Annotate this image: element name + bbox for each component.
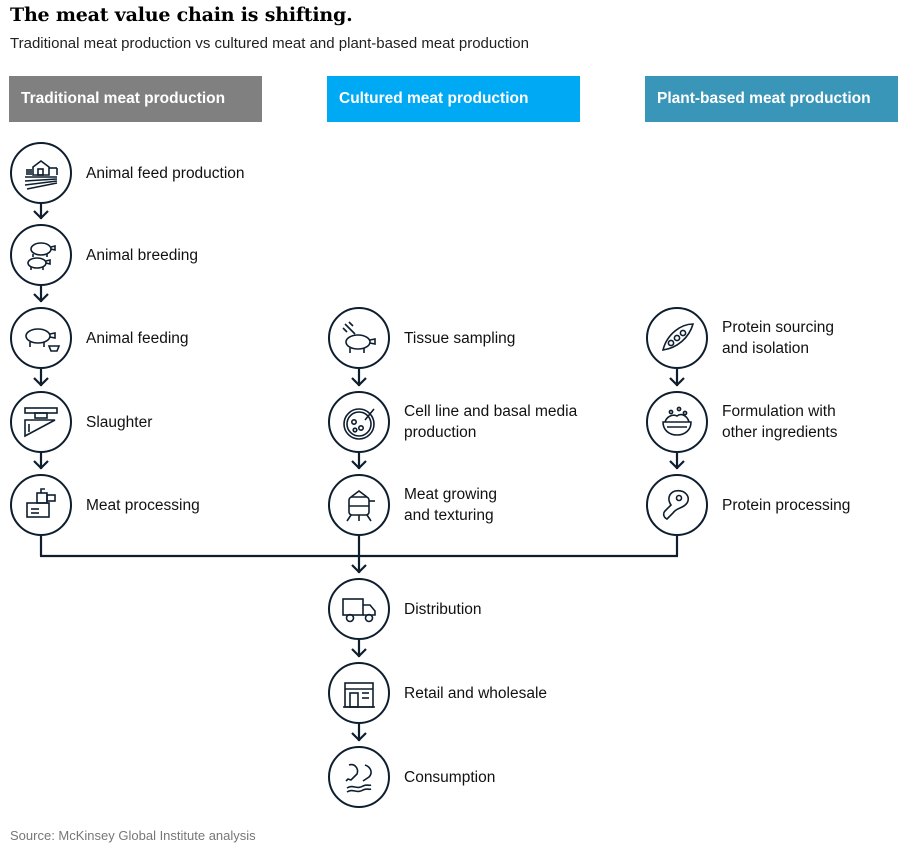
meat-grinder-icon [10,474,72,536]
step-protein-processing: Protein processing [646,474,850,536]
header-traditional: Traditional meat production [9,76,262,122]
source-note: Source: McKinsey Global Institute analys… [10,828,256,843]
step-animal-feeding: Animal feeding [10,307,189,369]
header-plant-based-label: Plant-based meat production [657,90,871,107]
step-animal-breeding: Animal breeding [10,224,198,286]
farm-icon [10,142,72,204]
step-meat-growing: Meat growing and texturing [328,474,497,536]
store-icon [328,662,390,724]
step-label: Meat processing [86,496,200,514]
bioreactor-icon [328,474,390,536]
food-icon [328,746,390,808]
pea-pod-icon [646,307,708,369]
step-label: Protein processing [722,496,851,514]
slaughter-icon [10,391,72,453]
step-meat-processing: Meat processing [10,474,200,536]
header-traditional-label: Traditional meat production [21,90,226,107]
pig-trough-icon [10,307,72,369]
header-plant-based: Plant-based meat production [645,76,898,122]
step-label: Cell line and basal media production [404,403,578,441]
step-animal-feed-production: Animal feed production [10,142,245,204]
step-label: Animal feeding [86,329,189,347]
step-protein-sourcing: Protein sourcing and isolation [646,307,834,369]
step-label: Meat growing and texturing [404,486,498,524]
step-label: Slaughter [86,413,153,431]
truck-icon [328,578,390,640]
step-retail: Retail and wholesale [328,662,547,724]
step-tissue-sampling: Tissue sampling [328,307,515,369]
step-consumption: Consumption [328,746,495,808]
step-label: Formulation with other ingredients [722,403,838,441]
pig-syringe-icon [328,307,390,369]
pigs-icon [10,224,72,286]
step-label: Tissue sampling [404,329,516,347]
step-label: Retail and wholesale [404,684,548,702]
chart-subtitle: Traditional meat production vs cultured … [10,35,529,52]
header-cultured: Cultured meat production [327,76,580,122]
step-label: Animal breeding [86,246,199,264]
chart-title: The meat value chain is shifting. [10,4,353,26]
bowl-icon [646,391,708,453]
step-cell-line: Cell line and basal media production [328,391,577,453]
step-formulation: Formulation with other ingredients [646,391,837,453]
step-label: Protein sourcing and isolation [722,319,835,357]
step-label: Distribution [404,600,482,618]
steak-icon [646,474,708,536]
step-label: Consumption [404,768,496,786]
petri-dish-icon [328,391,390,453]
step-label: Animal feed production [86,164,245,182]
header-cultured-label: Cultured meat production [339,90,529,107]
step-slaughter: Slaughter [10,391,152,453]
step-distribution: Distribution [328,578,482,640]
